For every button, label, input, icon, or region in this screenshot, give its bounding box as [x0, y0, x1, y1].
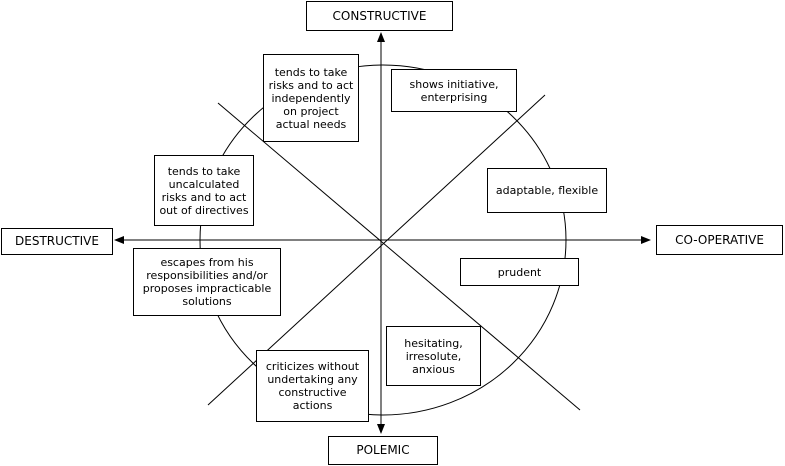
box-adaptable-flexible: adaptable, flexible: [487, 168, 607, 213]
box-tends-to-take-risks: tends to take risks and to act independe…: [263, 54, 359, 142]
axis-label-constructive: CONSTRUCTIVE: [306, 1, 453, 31]
box-escapes-responsibilities: escapes from his responsibilities and/or…: [133, 248, 281, 316]
axis-label-polemic: POLEMIC: [328, 436, 438, 465]
axis-label-co-operative: CO-OPERATIVE: [656, 225, 783, 255]
axis-label-destructive: DESTRUCTIVE: [1, 228, 113, 255]
box-shows-initiative: shows initiative, enterprising: [391, 69, 517, 112]
diagonal-line-1: [217, 102, 581, 411]
box-uncalculated-risks: tends to take uncalculated risks and to …: [154, 155, 254, 226]
box-criticizes: criticizes without undertaking any const…: [256, 350, 369, 422]
box-hesitating: hesitating, irresolute, anxious: [386, 326, 481, 386]
box-prudent: prudent: [460, 258, 579, 286]
